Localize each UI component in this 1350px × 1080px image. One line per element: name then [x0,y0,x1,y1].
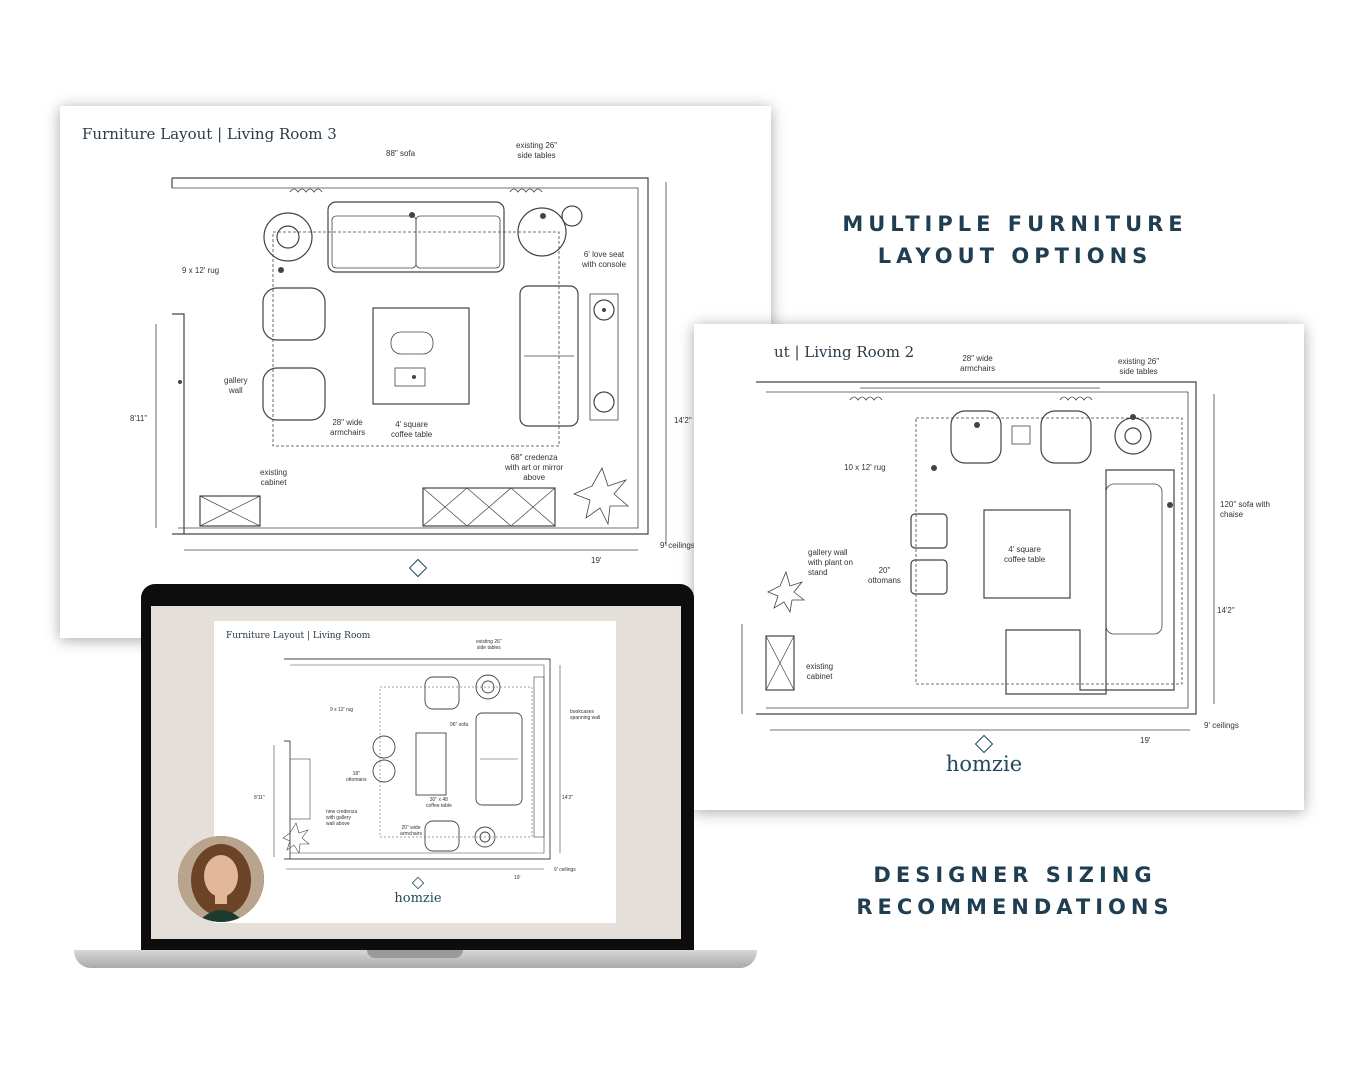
floorplan-drawing [741,381,1215,754]
headline-sizing-recommendations: DESIGNER SIZING RECOMMENDATIONS [815,859,1215,923]
label-cabinet: existing cabinet [806,662,834,681]
laptop-base [74,950,757,968]
floorplan-drawing [155,177,667,578]
sheet-title: Furniture Layout | Living Room 3 [82,125,337,143]
label-coffee-table: 30" x 48 coffee table [426,797,452,809]
ceiling-height: 9' ceilings [660,541,695,550]
homzie-logo: homzie [945,752,1023,776]
headline-line: DESIGNER SIZING [873,863,1157,887]
headline-line: RECOMMENDATIONS [856,895,1174,919]
label-bookcases: bookcases spanning wall [570,709,601,721]
label-love-seat: 6' love seat with console [582,250,627,269]
label-cabinet: existing cabinet [260,468,288,487]
label-armchairs: 20" wide armchairs [400,825,422,837]
floorplan-sheet-living-room: Furniture Layout | Living Room existing … [214,621,616,923]
label-sofa: 120" sofa with chaise [1220,500,1270,519]
label-rug: 9 x 12' rug [330,707,354,713]
label-armchairs: 28" wide armchairs [960,354,996,373]
label-sofa: 88" sofa [386,149,416,158]
dimension-bottom: 19' [514,875,521,881]
laptop-notch [367,950,463,958]
homzie-logo: homzie [394,891,442,906]
label-rug: 10 x 12' rug [844,463,886,472]
label-side-tables: existing 26" side tables [1118,357,1160,376]
dimension-bottom: 19' [1140,736,1151,745]
label-gallery-wall: gallery wall [224,376,248,395]
label-credenza: new credenza with gallery wall above [326,809,358,827]
dimension-left: 8'11" [130,414,148,423]
dimension-right: 14'2" [674,416,692,425]
dimension-right: 14'2" [562,795,574,801]
ceiling-height: 9' ceilings [1204,721,1239,730]
label-side-tables: existing 26" side tables [516,141,558,160]
designer-avatar [178,836,264,922]
label-armchairs: 28" wide armchairs [330,418,366,437]
headline-line: LAYOUT OPTIONS [877,244,1153,268]
label-gallery-wall: gallery wall with plant on stand [808,548,853,577]
label-coffee-table: 4' square coffee table [1004,545,1046,564]
designer-portrait [178,836,264,922]
label-ottomans: 18" ottomans [346,771,367,783]
dimension-left: 8'11" [254,795,265,801]
label-rug: 9 x 12' rug [182,266,220,275]
label-credenza: 68" credenza with art or mirror above [505,453,564,482]
label-ottomans: 20" ottomans [868,566,901,585]
label-sofa: 96" sofa [450,722,469,728]
sheet-title: Furniture Layout | Living Room [226,631,371,641]
ceiling-height: 9' ceilings [554,867,576,873]
floorplan-drawing [273,658,561,890]
dimension-right: 14'2" [1217,606,1235,615]
floorplan-sheet-living-room-3: Furniture Layout | Living Room 3 88" sof… [60,106,771,638]
label-side-tables: existing 26" side tables [476,639,502,651]
floorplan-sheet-living-room-2: ut | Living Room 2 28" wide armchairs ex… [694,324,1304,810]
headline-layout-options: MULTIPLE FURNITURE LAYOUT OPTIONS [815,208,1215,272]
sheet-title: ut | Living Room 2 [774,343,915,361]
headline-line: MULTIPLE FURNITURE [842,212,1188,236]
dimension-bottom: 19' [591,556,602,565]
label-coffee-table: 4' square coffee table [391,420,433,439]
